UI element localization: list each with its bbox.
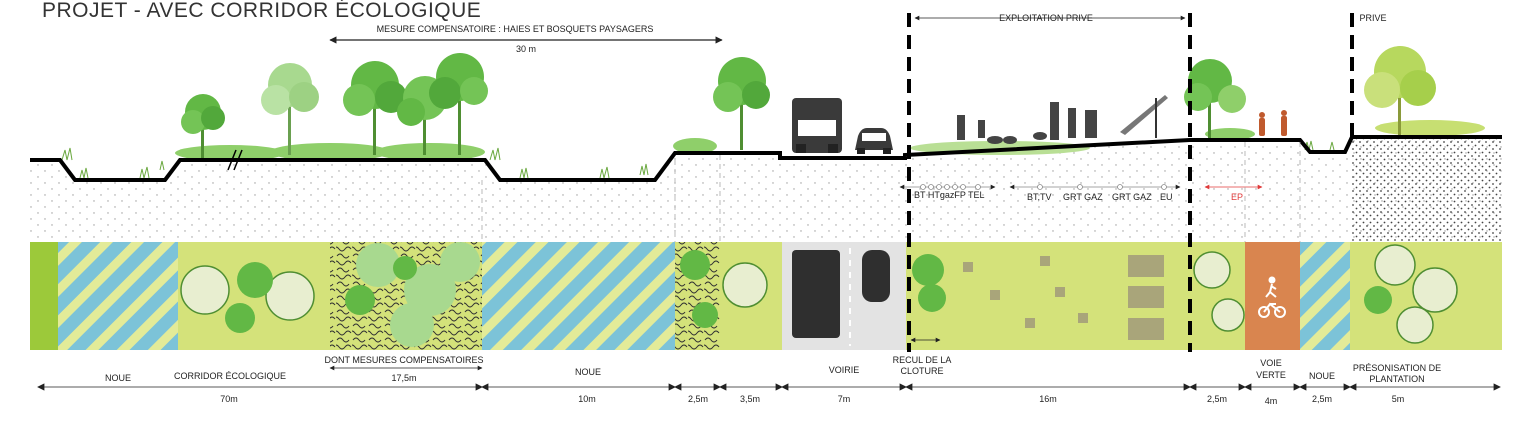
dim-2-5m-c: 2,5m [1311,394,1333,404]
bottom-dimension-line [37,383,1501,391]
tree [429,53,488,155]
zone-label-presonisation: PRÉSONISATION DE [1352,363,1442,373]
guide-lines [481,142,1301,242]
dim-2-5m-a: 2,5m [687,394,709,404]
plan-vehicles [792,248,890,346]
truck-icon [792,98,842,153]
zone-label-recul-1: RECUL DE LA [892,355,952,365]
compensation-width: 30 m [515,44,537,54]
network-label-1: BT,TV [1027,192,1052,202]
break-mark [227,149,243,171]
greenway-icon [1258,276,1286,318]
dim-70m: 70m [220,394,238,404]
zone-label-recul-2: CLOTURE [900,366,944,376]
property-boundaries [907,13,1354,352]
soil-section [30,137,1502,242]
zone-label-voirie: VOIRIE [828,365,860,375]
dim-16m: 16m [1039,394,1057,404]
private-farm-label: EXPLOITATION PRIVE [999,13,1093,23]
car-icon [855,128,893,154]
dim-7m: 7m [837,394,851,404]
dim-10m: 10m [578,394,596,404]
tree [1364,46,1436,135]
network-label-2: GRT GAZ [1063,192,1103,202]
dim-2-5m-b: 2,5m [1206,394,1228,404]
farm-scene [957,95,1168,144]
network-label-3: GRT GAZ [1112,192,1152,202]
compensation-label: MESURE COMPENSATOIRE : HAIES ET BOSQUETS… [376,24,654,34]
network-label-ep: EP [1231,192,1244,202]
zone-label-noue-2: NOUE [574,367,602,377]
tree [1184,59,1246,140]
network-lines [899,184,1263,190]
private-label: PRIVE [1359,13,1387,23]
zone-label-plantation: PLANTATION [1369,374,1425,384]
top-dimension-arrows [329,15,1186,371]
zone-label-corridor: CORRIDOR ÉCOLOGIQUE [173,371,287,381]
pedestrian-icon [1259,110,1287,136]
plan-canopies [180,242,1458,347]
zone-label-noue-1: NOUE [104,373,132,383]
trees [181,46,1436,158]
tree [261,63,319,155]
network-label-4: EU [1160,192,1173,202]
farm-plan-marks [963,255,1164,340]
page-title: PROJET - AVEC CORRIDOR ÉCOLOGIQUE [42,0,482,22]
dim-17-5m: 17,5m [391,373,417,383]
tree [181,94,225,158]
ground-line [30,135,1502,182]
zone-label-noue-3: NOUE [1308,371,1336,381]
dim-3-5m: 3,5m [739,394,761,404]
dim-4m: 4m [1264,396,1278,406]
tree [343,61,407,155]
dim-5m: 5m [1391,394,1405,404]
zone-label-compensation: DONT MESURES COMPENSATOIRES [324,355,484,365]
zone-label-verte: VERTE [1256,370,1286,380]
tree [713,57,770,150]
zone-label-voie: VOIE [1260,358,1282,368]
network-label-left: BT HTgazFP TEL [914,190,985,200]
